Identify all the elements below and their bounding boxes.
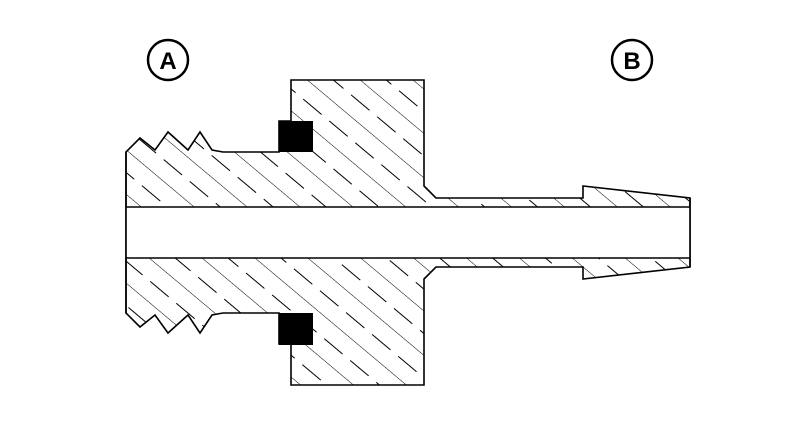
label-b: B	[623, 48, 640, 75]
label-a: A	[159, 48, 176, 75]
o-ring-upper	[279, 121, 313, 152]
label-b-callout: B	[610, 38, 654, 82]
o-ring-lower	[279, 313, 313, 345]
label-a-callout: A	[146, 38, 190, 82]
bore-passage	[126, 207, 690, 258]
